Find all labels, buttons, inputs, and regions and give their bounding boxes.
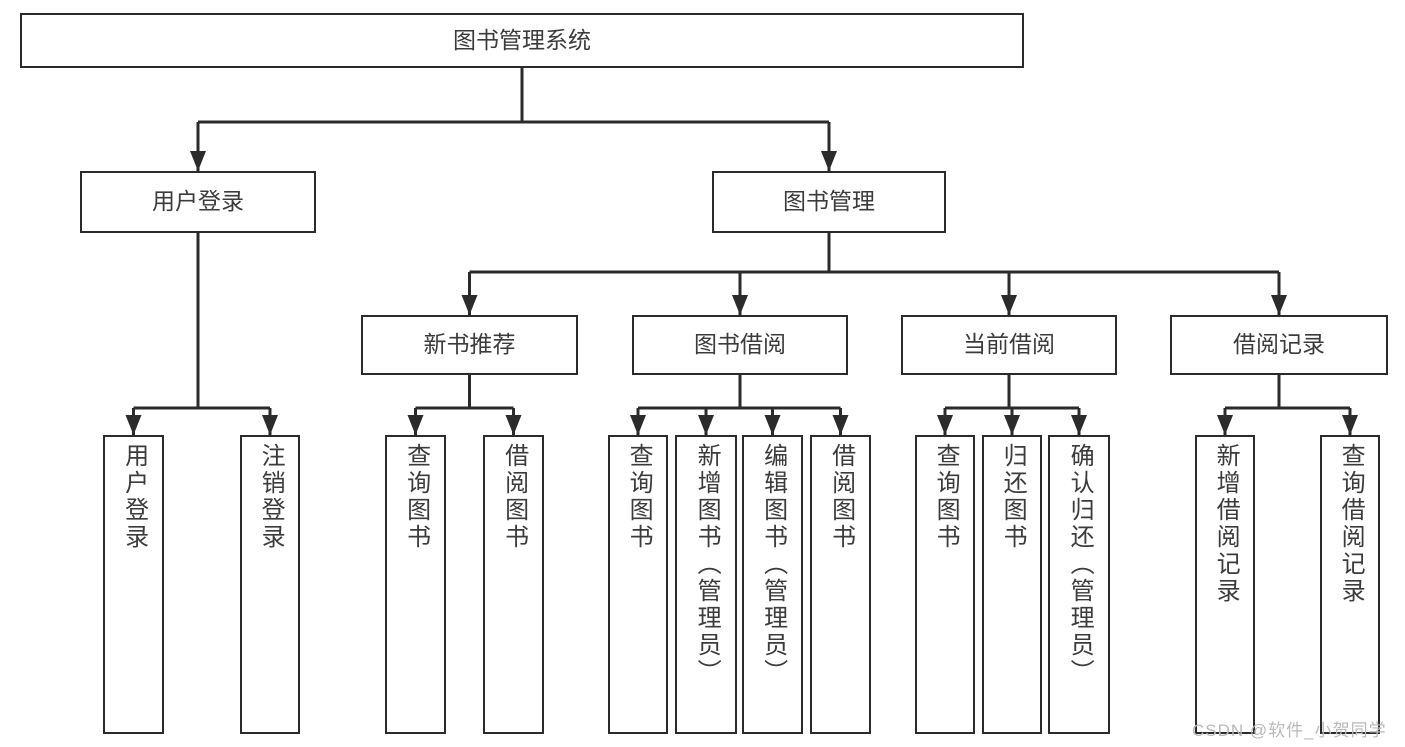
node-label: 借阅记录 [1233, 331, 1325, 358]
node-l-addrec[interactable]: 新增借阅记录 [1195, 435, 1255, 734]
node-label: 归还图书 [999, 443, 1027, 551]
node-l-qrec[interactable]: 查询借阅记录 [1320, 435, 1380, 734]
node-l-confirm[interactable]: 确认归还（管理员） [1048, 435, 1110, 734]
watermark: CSDN @软件_小贺同学 [1192, 721, 1387, 740]
node-l-b2[interactable]: 借阅图书 [810, 435, 871, 734]
node-label: 编辑图书（管理员） [759, 443, 787, 686]
node-l-edit[interactable]: 编辑图书（管理员） [742, 435, 803, 734]
arrowhead [764, 415, 781, 435]
node-label: 新书推荐 [423, 331, 516, 358]
node-records[interactable]: 借阅记录 [1170, 315, 1388, 375]
arrowhead [698, 415, 714, 435]
arrowhead [1271, 295, 1287, 315]
node-label: 查询图书 [625, 443, 653, 551]
arrowhead [732, 295, 748, 315]
node-label: 查询图书 [932, 443, 960, 551]
node-label: 图书管理系统 [453, 26, 591, 53]
node-l-login[interactable]: 用户登录 [103, 435, 164, 734]
node-borrow[interactable]: 图书借阅 [632, 315, 848, 375]
node-l-logout[interactable]: 注销登录 [240, 435, 300, 734]
node-label: 注销登录 [257, 443, 285, 551]
arrowhead [262, 415, 278, 435]
node-label: 新增图书（管理员） [693, 443, 721, 686]
node-current[interactable]: 当前借阅 [901, 315, 1117, 375]
node-label: 图书借阅 [694, 331, 786, 358]
node-label: 当前借阅 [963, 331, 1055, 358]
node-label: 用户登录 [120, 443, 148, 551]
arrowhead [1217, 415, 1233, 435]
node-label: 查询借阅记录 [1337, 443, 1365, 605]
node-l-q2[interactable]: 查询图书 [608, 435, 668, 734]
arrowhead [1342, 415, 1358, 435]
node-label: 借阅图书 [827, 443, 855, 551]
arrowhead [832, 415, 849, 435]
arrowhead [1004, 415, 1020, 435]
node-newbook[interactable]: 新书推荐 [361, 315, 578, 375]
node-l-q1[interactable]: 查询图书 [385, 435, 446, 734]
node-label: 查询图书 [402, 443, 430, 551]
node-login[interactable]: 用户登录 [80, 171, 316, 233]
node-bookmgmt[interactable]: 图书管理 [712, 171, 946, 233]
node-l-return[interactable]: 归还图书 [982, 435, 1042, 734]
arrowhead [407, 415, 424, 435]
arrowhead [1001, 295, 1017, 315]
arrowhead [821, 151, 837, 171]
node-label: 借阅图书 [500, 443, 528, 551]
node-label: 图书管理 [783, 188, 875, 215]
arrowhead [630, 415, 646, 435]
edge-group [125, 68, 1358, 435]
arrowhead [125, 415, 142, 435]
arrowhead [505, 415, 522, 435]
node-label: 确认归还（管理员） [1066, 443, 1094, 686]
arrowhead [461, 295, 478, 315]
node-l-add[interactable]: 新增图书（管理员） [675, 435, 737, 734]
node-l-b1[interactable]: 借阅图书 [483, 435, 544, 734]
arrowhead [1071, 415, 1087, 435]
arrowhead [937, 415, 953, 435]
node-label: 新增借阅记录 [1212, 443, 1240, 605]
node-root[interactable]: 图书管理系统 [20, 13, 1024, 68]
arrowhead [190, 151, 206, 171]
node-label: 用户登录 [152, 188, 244, 215]
node-l-q3[interactable]: 查询图书 [915, 435, 975, 734]
